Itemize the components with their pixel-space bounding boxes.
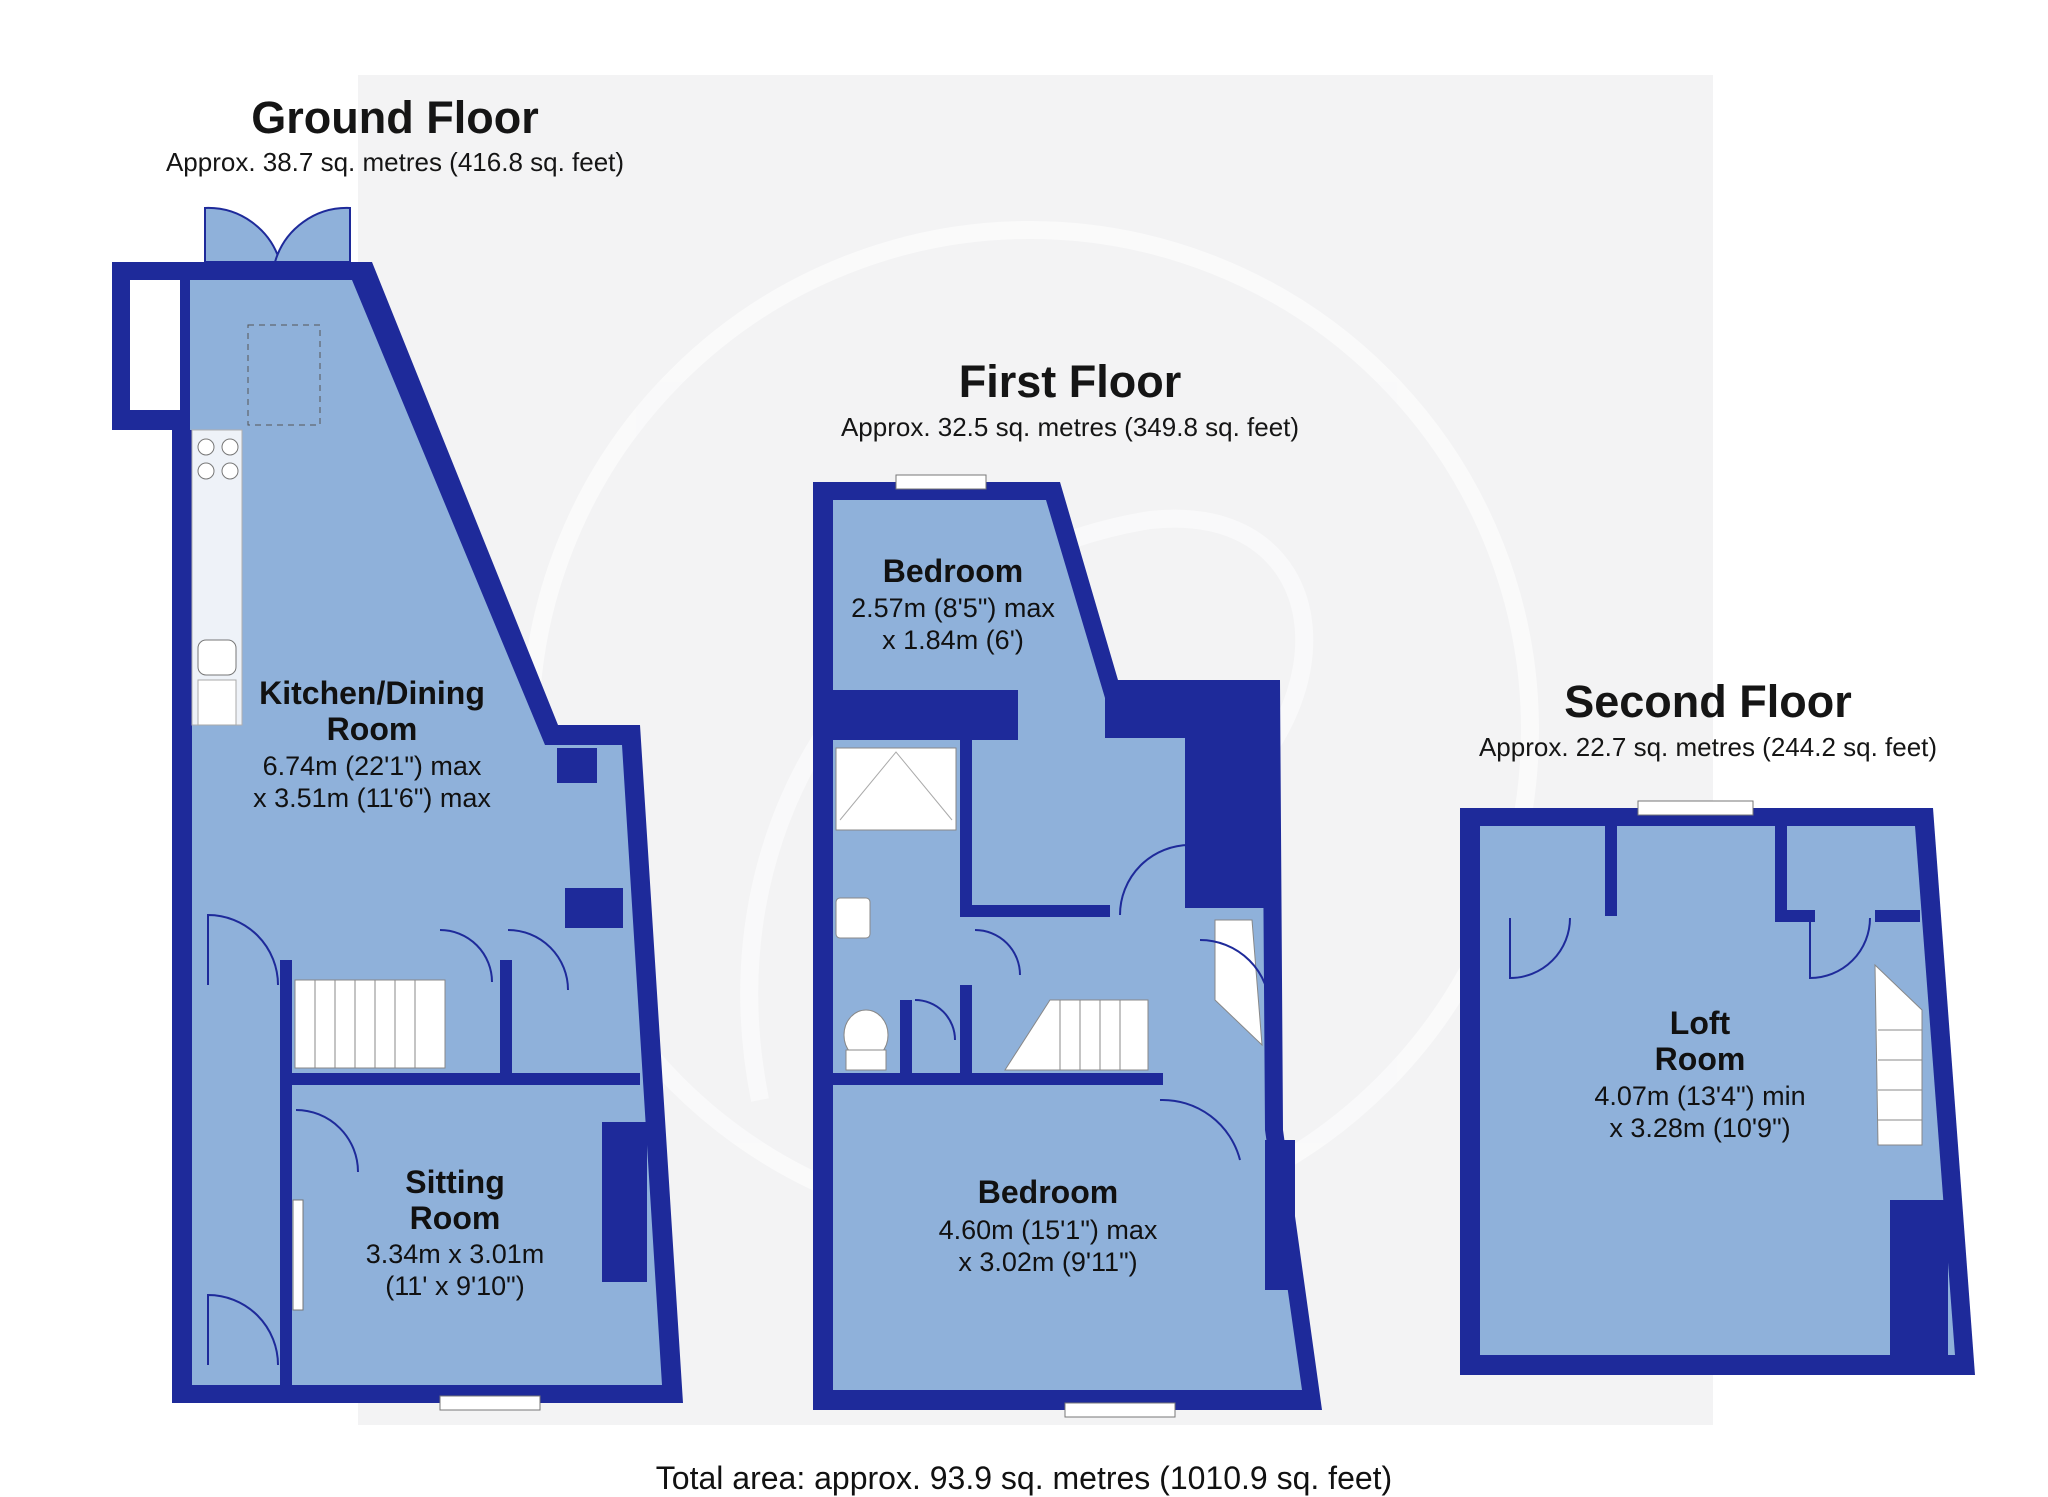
bedroom-front-dimensions: 4.60m (15'1") max x 3.02m (9'11") — [938, 1215, 1158, 1278]
kitchen-dining-room-label: Kitchen/Dining Room — [259, 675, 485, 747]
kitchen-dining-room-floor — [190, 280, 662, 1385]
chimney-breast — [1265, 1140, 1295, 1290]
partition-wall — [1605, 826, 1617, 916]
kitchen-dining-room-dimensions: 6.74m (22'1") max x 3.51m (11'6") max — [253, 751, 491, 814]
sink-icon — [835, 897, 871, 939]
door-icon — [207, 913, 569, 1366]
sink-icon — [197, 639, 237, 726]
window-icon — [895, 474, 987, 490]
stairs-icon — [1874, 963, 1923, 1146]
hall-wall — [280, 960, 292, 1385]
kitchen-worktop — [191, 429, 243, 726]
second-floor-title: Second Floor — [1564, 676, 1852, 727]
partition-wall — [900, 1000, 912, 1073]
ground-floor-title: Ground Floor — [251, 92, 539, 143]
window-icon — [1064, 1402, 1176, 1418]
first-floor-plan — [813, 474, 1322, 1418]
bath-icon — [835, 747, 957, 831]
bedroom-rear-label: Bedroom — [882, 553, 1024, 589]
ground-floor-area: Approx. 38.7 sq. metres (416.8 sq. feet) — [165, 147, 625, 177]
partition-wall — [960, 905, 1110, 917]
window-icon — [439, 1395, 541, 1411]
door-icon — [204, 206, 351, 263]
partition-wall — [194, 975, 206, 1385]
partition-wall — [500, 960, 512, 1073]
skylight — [247, 324, 321, 426]
bedroom-rear-dimensions: 2.57m (8'5") max x 1.84m (6') — [851, 593, 1055, 656]
stairs-icon — [1004, 919, 1263, 1071]
door-icon — [1509, 917, 1871, 980]
second-floor-plan — [1460, 800, 1975, 1375]
chimney-breast — [565, 888, 623, 928]
toilet-icon — [843, 1009, 889, 1071]
chimney-breast — [1890, 1200, 1948, 1355]
sitting-room-dimensions: 3.34m x 3.01m (11' x 9'10") — [365, 1239, 545, 1302]
first-floor-area: Approx. 32.5 sq. metres (349.8 sq. feet) — [840, 412, 1300, 442]
partition-wall — [1875, 910, 1920, 922]
bedroom-front-label: Bedroom — [977, 1174, 1119, 1210]
partition-wall — [833, 1073, 1163, 1085]
chimney-breast — [602, 1122, 647, 1282]
partition-wall — [1775, 826, 1787, 916]
loft-room-label: Loft Room — [1654, 1005, 1746, 1077]
first-floor-title: First Floor — [958, 356, 1182, 407]
ground-floor-plan — [112, 206, 683, 1411]
window-icon — [292, 1199, 304, 1311]
chimney-breast — [1185, 698, 1265, 908]
chimney-breast — [557, 748, 597, 783]
partition-wall — [960, 985, 972, 1073]
partition-wall — [960, 740, 972, 915]
total-area: Total area: approx. 93.9 sq. metres (101… — [655, 1460, 1393, 1496]
partition-wall — [833, 690, 1018, 740]
partition-wall — [1775, 910, 1815, 922]
stairs-icon — [294, 979, 446, 1069]
second-floor-area: Approx. 22.7 sq. metres (244.2 sq. feet) — [1478, 732, 1938, 762]
loft-room-floor — [1480, 826, 1955, 1355]
partition-wall — [1105, 698, 1185, 738]
window-icon — [1637, 800, 1754, 816]
sitting-room-label: Sitting Room — [405, 1164, 505, 1236]
loft-room-dimensions: 4.07m (13'4") min x 3.28m (10'9") — [1594, 1081, 1806, 1144]
door-icon — [914, 844, 1271, 1161]
partition-wall — [290, 1073, 640, 1085]
hob-icon — [197, 438, 239, 480]
